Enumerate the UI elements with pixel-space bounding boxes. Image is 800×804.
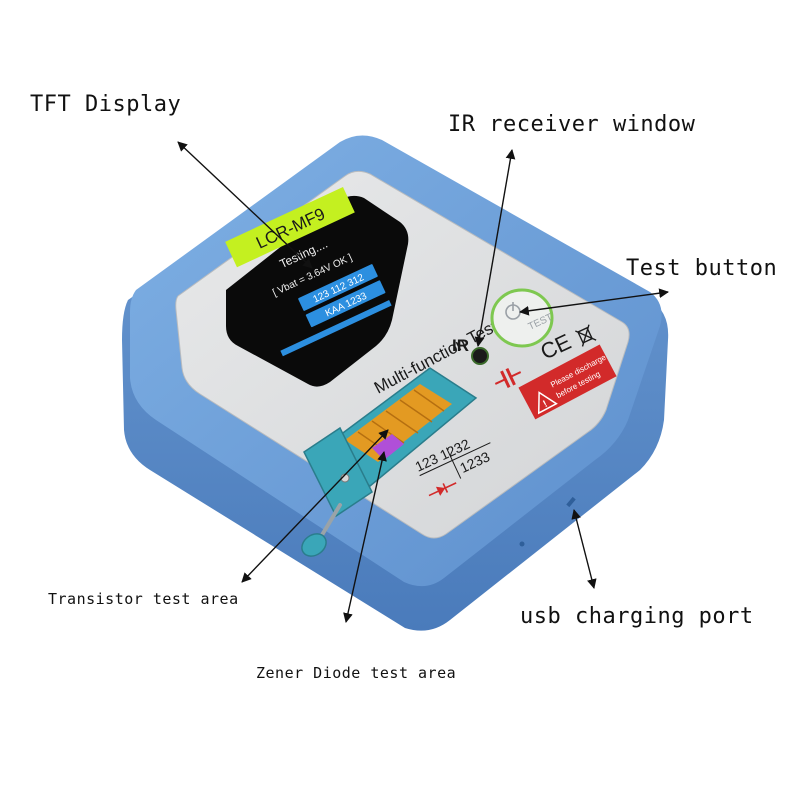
- arrow-tft-display: [177, 141, 313, 269]
- callout-ir-receiver: IR receiver window: [448, 112, 696, 137]
- callout-arrows: [177, 141, 669, 623]
- weee-bin-icon: [575, 324, 597, 347]
- diode-symbol: [428, 482, 457, 497]
- callout-zener-area: Zener Diode test area: [256, 664, 457, 682]
- pin-badge-row-2: [305, 280, 386, 328]
- warning-label: ! Please discharge before testing: [518, 344, 617, 420]
- callout-tft-display: TFT Display: [30, 92, 182, 117]
- side-hole: [519, 541, 525, 547]
- arrow-ir-receiver: [474, 149, 516, 347]
- svg-text:!: !: [541, 399, 549, 410]
- arrow-zener-area: [343, 451, 387, 623]
- callout-test-button: Test button: [626, 256, 778, 281]
- callout-usb-port: usb charging port: [520, 604, 754, 629]
- warning-triangle-icon: [537, 391, 558, 415]
- arrow-usb-port: [571, 509, 597, 589]
- screen-progress-bar: [280, 300, 392, 357]
- ir-label: IR: [452, 336, 469, 355]
- usb-charging-port[interactable]: [566, 496, 576, 508]
- ir-receiver-window: [471, 347, 489, 365]
- capacitor-symbol: [494, 367, 522, 389]
- pin-badge-row-1: [298, 264, 378, 311]
- arrow-test-button: [519, 288, 669, 316]
- callout-transistor-area: Transistor test area: [48, 590, 239, 608]
